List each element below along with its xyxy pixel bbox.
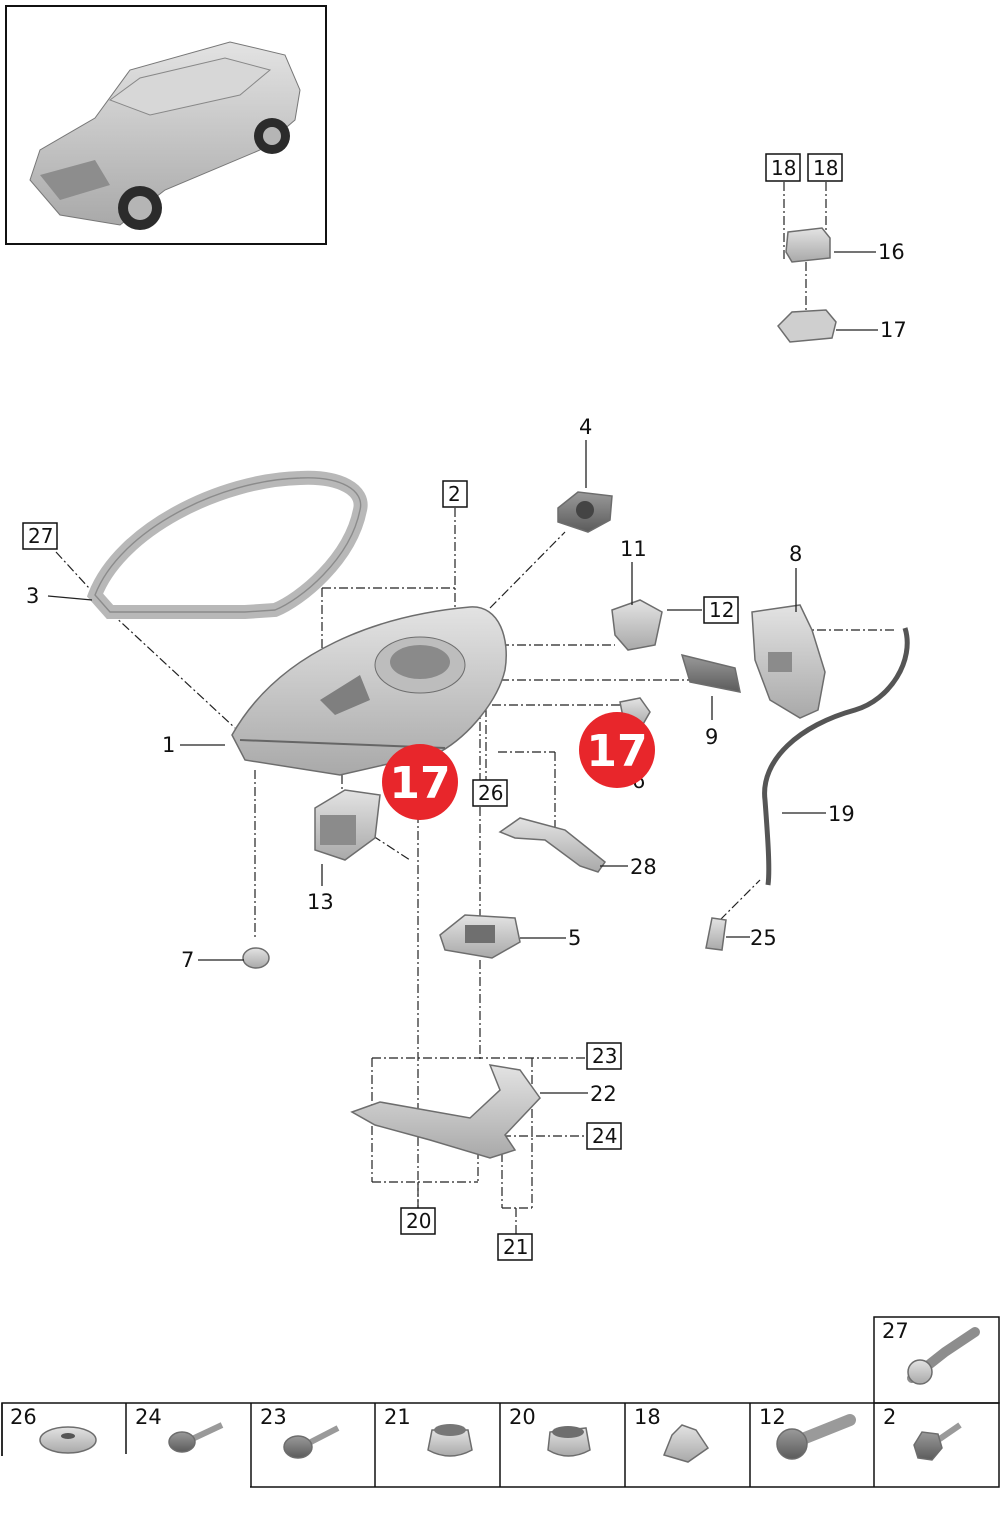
hotspot-17-right[interactable]: 17 <box>579 712 655 788</box>
hardware-cell-2[interactable]: 2 <box>883 1405 962 1461</box>
callout-11[interactable]: 11 <box>620 537 647 561</box>
part-25-connector <box>705 917 727 951</box>
svg-text:24: 24 <box>135 1405 162 1429</box>
part-9-control-unit <box>680 653 741 693</box>
callout-13[interactable]: 13 <box>307 890 334 914</box>
washer-icon <box>39 1426 97 1454</box>
hardware-cell-20[interactable]: 20 <box>509 1405 591 1457</box>
svg-text:2: 2 <box>448 482 461 506</box>
hardware-table: 27 26 24 23 21 20 18 <box>0 1316 1000 1490</box>
callout-16[interactable]: 16 <box>878 240 905 264</box>
svg-text:17: 17 <box>389 758 450 809</box>
callout-7[interactable]: 7 <box>181 948 194 972</box>
svg-text:20: 20 <box>406 1209 431 1233</box>
leader-lines <box>47 440 826 1094</box>
stud-icon <box>168 1431 196 1453</box>
part-16-module <box>785 227 831 263</box>
hardware-cell-23[interactable]: 23 <box>260 1405 340 1459</box>
callout-22[interactable]: 22 <box>590 1082 617 1106</box>
callout-labels: 1 3 4 5 7 8 9 11 13 16 17 19 22 25 28 6 <box>26 240 907 1106</box>
part-4-fan <box>557 491 613 533</box>
callout-9[interactable]: 9 <box>705 725 718 749</box>
svg-text:18: 18 <box>634 1405 661 1429</box>
boxed-ref-27[interactable]: 27 <box>22 522 58 550</box>
hardware-cell-26[interactable]: 26 <box>10 1405 97 1454</box>
module-16-17-group <box>777 182 878 343</box>
part-3-frame <box>86 470 368 619</box>
svg-text:24: 24 <box>592 1124 617 1148</box>
screw-icon <box>776 1428 808 1460</box>
part-7-grommet <box>242 947 270 969</box>
hardware-cell-21[interactable]: 21 <box>384 1405 473 1457</box>
callout-5[interactable]: 5 <box>568 926 581 950</box>
part-11-connector <box>611 599 663 651</box>
boxed-ref-23[interactable]: 23 <box>586 1042 622 1070</box>
svg-text:26: 26 <box>478 781 503 805</box>
part-19-wiring <box>762 627 910 886</box>
svg-text:12: 12 <box>759 1405 786 1429</box>
svg-text:27: 27 <box>882 1319 909 1343</box>
part-1-headlight <box>231 606 507 776</box>
callout-4[interactable]: 4 <box>579 415 592 439</box>
boxed-ref-18-right[interactable]: 18 <box>807 153 843 182</box>
svg-text:17: 17 <box>586 726 647 777</box>
svg-text:21: 21 <box>384 1405 411 1429</box>
part-22-bracket-assembly <box>350 1064 541 1159</box>
boxed-ref-2[interactable]: 2 <box>442 480 468 508</box>
grommet-icon <box>427 1429 473 1457</box>
hex-bolt-icon <box>913 1431 943 1461</box>
part-5-control-unit <box>439 914 521 959</box>
boxed-ref-12[interactable]: 12 <box>703 596 739 624</box>
svg-text:20: 20 <box>509 1405 536 1429</box>
boxed-ref-18-left[interactable]: 18 <box>765 153 801 182</box>
hardware-cell-24[interactable]: 24 <box>135 1405 224 1453</box>
boxed-ref-21[interactable]: 21 <box>497 1233 533 1261</box>
callout-17[interactable]: 17 <box>880 318 907 342</box>
part-8-bracket <box>751 604 826 719</box>
svg-text:23: 23 <box>260 1405 287 1429</box>
hotspot-17-left[interactable]: 17 <box>382 744 458 820</box>
part-17-bracket <box>777 309 837 343</box>
boxed-references: 2 12 18 18 20 21 23 24 <box>22 153 843 1261</box>
callout-28[interactable]: 28 <box>630 855 657 879</box>
callout-8[interactable]: 8 <box>789 542 802 566</box>
callout-25[interactable]: 25 <box>750 926 777 950</box>
svg-text:26: 26 <box>10 1405 37 1429</box>
vehicle-thumbnail <box>5 5 327 245</box>
stud-icon <box>283 1435 313 1459</box>
screw-icon <box>907 1359 933 1385</box>
hardware-cell-12[interactable]: 12 <box>759 1405 856 1460</box>
hardware-cell-27[interactable]: 27 <box>882 1319 980 1385</box>
callout-3[interactable]: 3 <box>26 584 39 608</box>
boxed-ref-24[interactable]: 24 <box>586 1122 622 1150</box>
svg-text:2: 2 <box>883 1405 896 1429</box>
svg-text:18: 18 <box>771 156 796 180</box>
boxed-ref-20[interactable]: 20 <box>400 1207 436 1235</box>
speed-nut-icon <box>662 1424 710 1463</box>
svg-text:21: 21 <box>503 1235 528 1259</box>
hardware-cell-18[interactable]: 18 <box>634 1405 710 1463</box>
boxed-ref-26[interactable]: 26 <box>472 779 508 807</box>
svg-text:18: 18 <box>813 156 838 180</box>
svg-text:27: 27 <box>28 524 53 548</box>
part-13-control-module <box>314 789 381 861</box>
part-28-bracket <box>498 817 607 873</box>
callout-1[interactable]: 1 <box>162 733 175 757</box>
svg-text:12: 12 <box>709 598 734 622</box>
callout-19[interactable]: 19 <box>828 802 855 826</box>
svg-text:23: 23 <box>592 1044 617 1068</box>
